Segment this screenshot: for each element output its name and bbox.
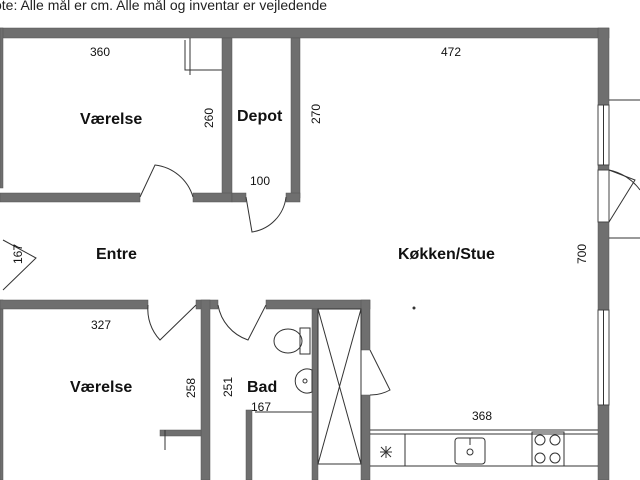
wall-depot-kokken	[290, 37, 301, 199]
wall-bad-kokken-lower	[360, 394, 371, 480]
wall-vaerelse-top-lower-left	[0, 192, 141, 203]
door-bad	[217, 304, 267, 341]
wall-shower-left	[311, 308, 319, 480]
wall-depot-lower	[231, 192, 247, 203]
window-right-2	[597, 169, 610, 223]
room-label-entre: Entre	[96, 246, 137, 263]
wall-vaerelse-depot	[221, 37, 233, 199]
plan-note: ote: Alle mål er cm. Alle mål og inventa…	[0, 0, 328, 13]
dim-vaerelse-top-depth: 260	[202, 108, 216, 128]
room-label-vaerelse-bottom: Værelse	[70, 379, 132, 396]
kitchen-sink-drain	[466, 448, 474, 456]
wall-bad-kokken	[360, 299, 371, 351]
outer-wall-left-top	[0, 27, 4, 189]
kitchen-dot	[412, 306, 416, 310]
shower-diag-2	[317, 308, 362, 465]
wall-entre-lower-left	[0, 299, 149, 310]
bad-sink	[294, 368, 313, 394]
wall-entre-lower-right	[265, 299, 371, 310]
wall-vaerelse-top-lower-right	[192, 192, 233, 203]
balcony-door	[608, 169, 636, 223]
door-depot	[245, 196, 287, 233]
wall-bad-inner	[245, 409, 253, 480]
dim-vaerelse-bottom-width: 327	[91, 318, 111, 332]
dim-bad-depth: 251	[221, 377, 235, 397]
wall-closet-lower	[159, 429, 202, 437]
stove-burner-2	[549, 434, 561, 446]
shower-enclosure	[317, 308, 362, 465]
dim-bad-width: 167	[251, 400, 271, 414]
stove-burner-4	[549, 452, 561, 464]
door-vaerelse-top	[139, 164, 194, 198]
dim-kokken-depth: 700	[575, 244, 589, 264]
room-label-kokken-stue: Køkken/Stue	[398, 246, 495, 263]
stove-burner-3	[534, 452, 546, 464]
wall-depot-lower-right	[285, 192, 301, 203]
outer-wall-right	[597, 27, 610, 480]
door-entre-left	[2, 239, 37, 291]
room-label-vaerelse-top: Værelse	[80, 111, 142, 128]
dim-vaerelse-top-width: 360	[90, 45, 110, 59]
stove-burner-1	[534, 434, 546, 446]
wall-vaerelse-bad	[200, 299, 211, 480]
dim-entre-depth: 167	[11, 244, 25, 264]
room-label-depot: Depot	[237, 108, 283, 125]
room-label-bad: Bad	[247, 379, 277, 396]
outer-wall-left-bottom	[0, 299, 4, 480]
dim-depot-depth: 270	[309, 104, 323, 124]
door-vaerelse-bottom	[147, 304, 197, 341]
bad-sink-drain	[302, 378, 308, 384]
dim-depot-width: 100	[250, 174, 270, 188]
outer-wall-top	[0, 27, 610, 39]
toilet-tank	[299, 327, 311, 355]
kitchen-vent-icon	[380, 446, 392, 458]
dim-kitchen-counter-width: 368	[472, 409, 492, 423]
door-closet-top	[184, 40, 222, 71]
dim-vaerelse-bottom-depth: 258	[184, 378, 198, 398]
dim-kokken-width: 472	[441, 45, 461, 59]
toilet-bowl	[273, 328, 303, 354]
door-shower	[369, 349, 391, 396]
balcony-door-arc	[608, 169, 640, 191]
